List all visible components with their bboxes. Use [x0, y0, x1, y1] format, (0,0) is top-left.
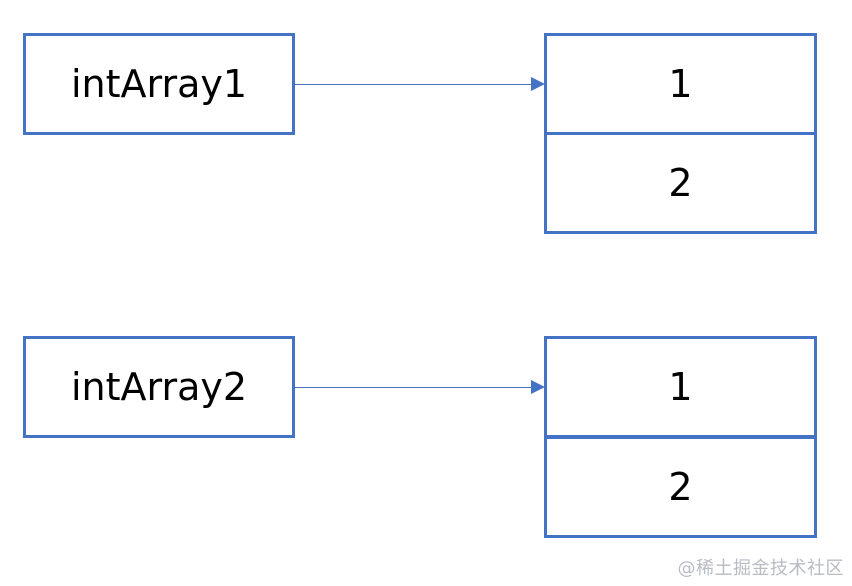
array-cell-1: 2 [544, 436, 817, 538]
arrow-head-icon [531, 380, 545, 394]
variable-label: intArray2 [70, 365, 248, 409]
variable-label: intArray1 [70, 62, 248, 106]
variable-box-intArray1: intArray1 [23, 33, 295, 135]
array-cell-value: 2 [668, 465, 693, 509]
array-cell-value: 1 [668, 365, 693, 409]
array-cell-1: 2 [544, 132, 817, 234]
array-cell-value: 1 [668, 62, 693, 106]
array-cell-value: 2 [668, 161, 693, 205]
reference-arrow-line [295, 83, 531, 85]
watermark-text: @稀土掘金技术社区 [677, 558, 844, 579]
reference-arrow-line [295, 386, 531, 388]
array-cell-0: 1 [544, 33, 817, 135]
variable-box-intArray2: intArray2 [23, 336, 295, 438]
array-cell-0: 1 [544, 336, 817, 438]
arrow-head-icon [531, 77, 545, 91]
